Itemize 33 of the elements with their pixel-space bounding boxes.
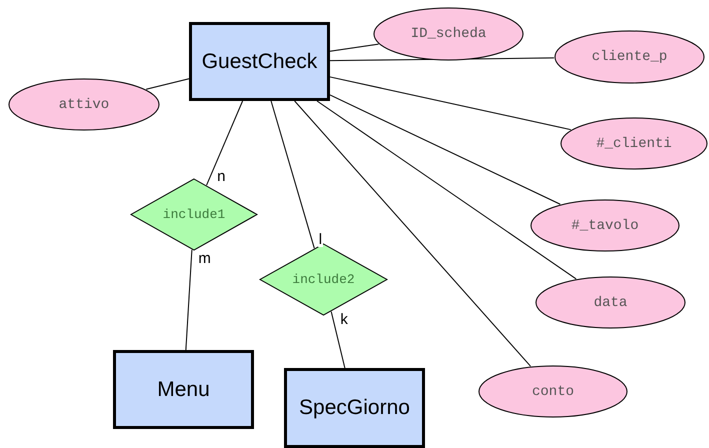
node-label: include1 <box>162 207 226 222</box>
attribute-ellipse <box>8 78 160 131</box>
node-label: #_tavolo <box>571 218 639 234</box>
node-label: SpecGiorno <box>299 396 410 420</box>
connector-line <box>330 311 346 368</box>
attribute-ellipse <box>478 365 628 418</box>
attribute-ellipse <box>535 276 686 329</box>
entity-box <box>113 350 254 429</box>
attribute-ellipse <box>373 7 524 61</box>
connector-line <box>206 100 244 186</box>
node-label: conto <box>532 384 574 400</box>
node-label: include2 <box>292 272 355 287</box>
node-label: #_clienti <box>596 136 672 152</box>
connector-line <box>185 249 192 350</box>
node-label: ID_scheda <box>410 26 486 42</box>
connector-line <box>146 78 190 90</box>
connector-line <box>330 44 380 52</box>
connector-line <box>330 76 572 130</box>
node-label: data <box>594 294 628 310</box>
entity-box <box>284 368 425 448</box>
node-label: Menu <box>157 378 210 402</box>
node-label: cliente_p <box>592 49 668 65</box>
connector-line <box>294 100 532 367</box>
node-label: attivo <box>58 96 110 112</box>
entity-box <box>189 22 330 101</box>
connector-line <box>270 100 315 249</box>
connector-line <box>316 100 577 280</box>
node-label: GuestCheck <box>202 50 318 74</box>
cardinality-label: l <box>318 232 324 247</box>
attribute-ellipse <box>530 199 680 252</box>
connector-line <box>330 94 561 205</box>
attribute-ellipse <box>554 30 705 84</box>
attribute-ellipse <box>560 117 708 170</box>
